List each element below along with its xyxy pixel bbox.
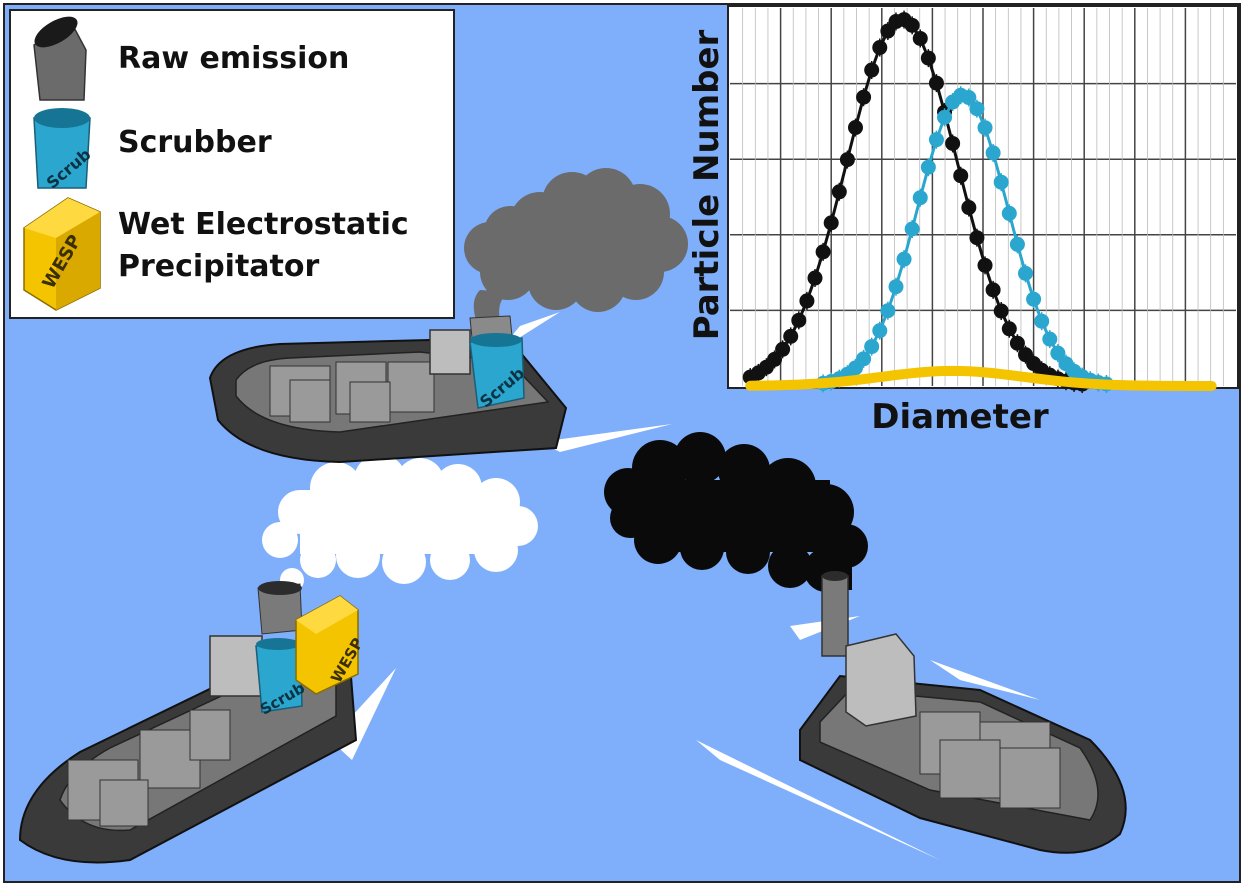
chart-grid <box>730 8 1236 386</box>
ship-with-scrubber-and-wesp: Scrub WESP <box>18 581 396 864</box>
wake <box>696 740 940 860</box>
wake <box>540 424 672 452</box>
ship-raw-emission <box>696 571 1127 860</box>
wesp-icon: WESP <box>23 197 101 311</box>
legend-label-scrubber: Scrubber <box>118 125 272 160</box>
chart-series <box>742 10 1217 394</box>
wake <box>930 660 1040 700</box>
scrubber-icon: Scrub <box>33 108 95 192</box>
legend-label-raw: Raw emission <box>118 41 349 76</box>
legend-label-wesp-line1: Wet Electrostatic <box>118 207 409 242</box>
chart: Diameter Particle Number <box>687 5 1239 437</box>
legend-label-wesp-line2: Precipitator <box>118 249 319 284</box>
raw-smoke-cloud-top <box>464 168 688 320</box>
chart-x-label: Diameter <box>871 397 1049 437</box>
clean-smoke-cloud <box>262 454 538 592</box>
raw-smoke-cloud-black <box>604 432 868 592</box>
legend: Raw emission Scrub Scrubber WESP Wet Ele… <box>9 9 455 319</box>
stack-icon <box>33 16 87 101</box>
chart-y-label: Particle Number <box>687 29 727 340</box>
series-line <box>745 365 1217 391</box>
ship-with-scrubber: Scrub <box>208 312 672 464</box>
